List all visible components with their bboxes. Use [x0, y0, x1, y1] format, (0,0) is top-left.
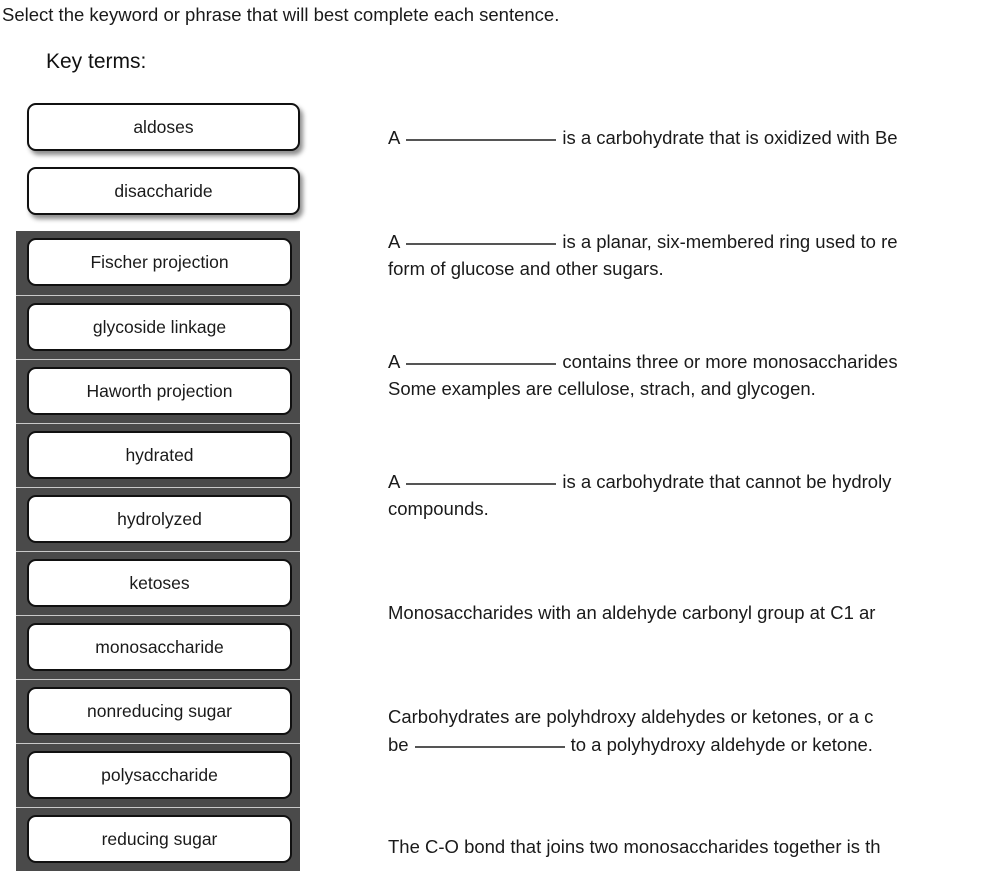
question-text: The C-O bond that joins two monosacchari… — [388, 836, 881, 857]
question-text: be — [388, 734, 409, 755]
question-text: A — [388, 351, 401, 372]
key-term-chip-face[interactable]: monosaccharide — [27, 623, 292, 671]
key-term-chip[interactable]: aldoses — [16, 103, 300, 151]
key-term-label: Haworth projection — [86, 381, 233, 401]
key-term-label: disaccharide — [114, 181, 213, 201]
key-term-chip[interactable]: Fischer projection — [16, 231, 300, 295]
key-term-chip[interactable]: monosaccharide — [16, 615, 300, 679]
key-term-chip-face[interactable]: disaccharide — [27, 167, 300, 215]
key-term-label: nonreducing sugar — [87, 701, 232, 721]
question-text: contains three or more monosaccharides — [562, 351, 898, 372]
key-terms-heading: Key terms: — [46, 50, 147, 73]
key-term-chip-face[interactable]: aldoses — [27, 103, 300, 151]
question-line: Monosaccharides with an aldehyde carbony… — [388, 599, 982, 626]
question-text: A — [388, 127, 401, 148]
question-item: Carbohydrates are polyhdroxy aldehydes o… — [388, 703, 982, 758]
instruction-text: Select the keyword or phrase that will b… — [2, 4, 560, 25]
key-term-chip-face[interactable]: Fischer projection — [27, 238, 292, 286]
key-term-chip[interactable]: reducing sugar — [16, 807, 300, 871]
question-text: A — [388, 231, 401, 252]
answer-blank[interactable] — [406, 347, 557, 365]
key-term-label: reducing sugar — [101, 829, 218, 849]
key-term-chip-face[interactable]: hydrolyzed — [27, 495, 292, 543]
key-term-chip-face[interactable]: reducing sugar — [27, 815, 292, 863]
question-text: is a carbohydrate that is oxidized with … — [562, 127, 898, 148]
answer-blank[interactable] — [406, 467, 557, 485]
key-term-chip-face[interactable]: Haworth projection — [27, 367, 292, 415]
question-text: A — [388, 471, 401, 492]
question-item: The C-O bond that joins two monosacchari… — [388, 833, 982, 860]
answer-blank[interactable] — [406, 227, 557, 245]
question-text: is a planar, six-membered ring used to r… — [562, 231, 898, 252]
question-item: Monosaccharides with an aldehyde carbony… — [388, 599, 982, 626]
key-term-chip-face[interactable]: ketoses — [27, 559, 292, 607]
key-term-label: glycoside linkage — [92, 317, 227, 337]
key-term-label: Fischer projection — [90, 252, 229, 272]
question-line: The C-O bond that joins two monosacchari… — [388, 833, 982, 860]
key-term-chip[interactable]: ketoses — [16, 551, 300, 615]
question-line: Carbohydrates are polyhdroxy aldehydes o… — [388, 703, 982, 730]
key-term-chip[interactable]: hydrated — [16, 423, 300, 487]
key-term-chip-face[interactable]: hydrated — [27, 431, 292, 479]
key-term-chip-face[interactable]: polysaccharide — [27, 751, 292, 799]
question-text: Carbohydrates are polyhdroxy aldehydes o… — [388, 706, 874, 727]
question-text: Monosaccharides with an aldehyde carbony… — [388, 602, 876, 623]
question-text: to a polyhydroxy aldehyde or ketone. — [570, 734, 873, 755]
question-line: form of glucose and other sugars. — [388, 258, 664, 279]
key-term-chip[interactable]: Haworth projection — [16, 359, 300, 423]
key-term-label: hydrated — [125, 445, 194, 465]
key-term-chip[interactable]: glycoside linkage — [16, 295, 300, 359]
key-term-label: polysaccharide — [101, 765, 218, 785]
key-term-chip-face[interactable]: nonreducing sugar — [27, 687, 292, 735]
key-term-label: hydrolyzed — [117, 509, 202, 529]
key-term-label: ketoses — [129, 573, 190, 593]
key-term-chip-face[interactable]: glycoside linkage — [27, 303, 292, 351]
key-term-chip[interactable]: hydrolyzed — [16, 487, 300, 551]
key-term-chip[interactable]: nonreducing sugar — [16, 679, 300, 743]
key-term-chip[interactable]: disaccharide — [16, 167, 300, 215]
key-term-chip[interactable]: polysaccharide — [16, 743, 300, 807]
question-text: is a carbohydrate that cannot be hydroly — [562, 471, 892, 492]
key-term-label: monosaccharide — [95, 637, 224, 657]
question-line: be to a polyhydroxy aldehyde or ketone. — [388, 730, 982, 758]
key-term-label: aldoses — [133, 117, 194, 137]
answer-blank[interactable] — [414, 730, 565, 748]
question-line: compounds. — [388, 498, 489, 519]
answer-blank[interactable] — [406, 123, 557, 141]
question-line: Some examples are cellulose, strach, and… — [388, 378, 816, 399]
